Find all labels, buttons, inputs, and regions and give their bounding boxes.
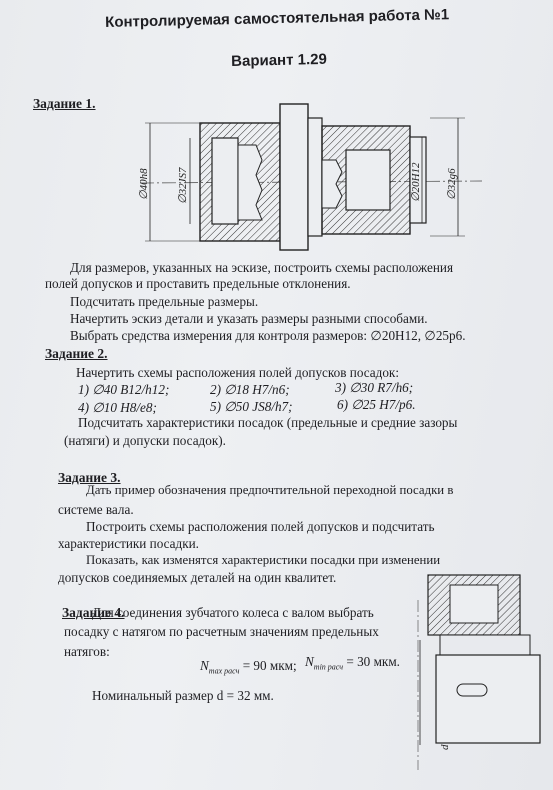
nmax-formula: Nmax расч = 90 мкм; xyxy=(200,658,297,676)
fit-3: 3) ∅30 R7/h6; xyxy=(335,380,414,395)
task1-line-5: Выбрать средства измерения для контроля … xyxy=(70,328,466,343)
task4-line-3: натягов: xyxy=(64,644,110,659)
fit-2: 2) ∅18 H7/n6; xyxy=(210,382,290,397)
dim-40h8: ∅40h8 xyxy=(138,168,150,200)
task1-line-3: Подсчитать предельные размеры. xyxy=(70,294,259,309)
task3-line-1: Дать пример обозначения предпочтительной… xyxy=(86,483,454,497)
task2-heading: Задание 2. xyxy=(45,346,108,361)
task4-heading: Задание 4. xyxy=(62,605,125,620)
task1-line-1: Для размеров, указанных на эскизе, постр… xyxy=(70,260,454,275)
task3-line-3: Построить схемы расположения полей допус… xyxy=(86,519,435,534)
task3-line-2: системе вала. xyxy=(58,502,134,517)
fit-6: 6) ∅25 H7/p6. xyxy=(337,397,416,412)
task3-line-4: характеристики посадки. xyxy=(58,536,199,551)
nominal-size: Номинальный размер d = 32 мм. xyxy=(92,688,274,703)
task3-line-6: допусков соединяемых деталей на один ква… xyxy=(58,570,337,585)
dim-d-label: d xyxy=(439,744,451,750)
task1-line-2: полей допусков и проставить предельные о… xyxy=(45,276,351,291)
task2-intro: Начертить схемы расположения полей допус… xyxy=(76,365,399,380)
dim-32g6: ∅32g6 xyxy=(446,168,458,200)
task3-line-5: Показать, как изменятся характеристики п… xyxy=(86,553,441,567)
task3-heading: Задание 3. xyxy=(58,470,121,485)
task1-line-4: Начертить эскиз детали и указать размеры… xyxy=(70,311,428,326)
dim-20h12: ∅20H12 xyxy=(410,162,422,202)
dim-32js7: ∅32JS7 xyxy=(177,167,189,204)
fit-4: 4) ∅10 H8/e8; xyxy=(78,400,157,415)
collar xyxy=(279,103,309,251)
task4-line-2: посадку с натягом по расчетным значениям… xyxy=(64,624,379,639)
fit-5: 5) ∅50 JS8/h7; xyxy=(210,399,293,414)
task4-line-1: Для соединения зубчатого колеса с валом … xyxy=(92,605,374,620)
task1-heading: Задание 1. xyxy=(33,96,96,111)
nmin-formula: Nmin расч = 30 мкм. xyxy=(305,654,400,672)
task2-line-2: (натяги) и допуски посадок). xyxy=(64,433,226,448)
fit-1: 1) ∅40 B12/h12; xyxy=(78,382,170,397)
task2-line-1: Подсчитать характеристики посадок (преде… xyxy=(78,415,458,430)
